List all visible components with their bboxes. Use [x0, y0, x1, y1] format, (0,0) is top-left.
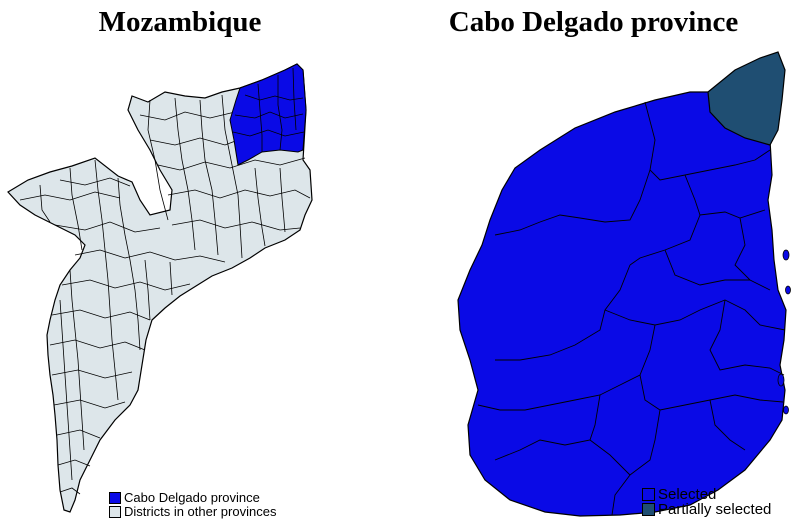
partially-selected-district-shape: [707, 51, 786, 146]
selected-district-boundaries: [477, 101, 786, 516]
legend-swatch-icon: [642, 503, 655, 516]
coastal-islets: [777, 249, 791, 415]
legend-label: Districts in other provinces: [124, 504, 277, 519]
mozambique-panel: Mozambique: [0, 0, 380, 521]
cabo-delgado-district-boundaries: [232, 67, 305, 152]
mozambique-legend: Cabo Delgado province Districts in other…: [109, 491, 276, 519]
legend-label: Selected: [658, 486, 717, 503]
mozambique-map: [7, 63, 313, 513]
cabo-delgado-map-title: Cabo Delgado province: [448, 6, 739, 38]
legend-item-other-districts: Districts in other provinces: [109, 505, 276, 519]
legend-label: Partially selected: [658, 501, 772, 518]
district-boundaries: [19, 94, 311, 495]
legend-label: Cabo Delgado province: [124, 490, 260, 505]
legend-swatch-icon: [642, 488, 655, 501]
cabo-delgado-legend: Selected Partially selected: [642, 487, 771, 517]
cabo-delgado-province-shape: [229, 63, 307, 166]
legend-swatch-icon: [109, 506, 121, 518]
legend-swatch-icon: [109, 492, 121, 504]
cabo-delgado-panel: Cabo Delgado province: [400, 0, 791, 521]
mozambique-map-title: Mozambique: [98, 6, 262, 38]
legend-item-selected: Selected: [642, 487, 771, 502]
legend-item-cabo-delgado: Cabo Delgado province: [109, 491, 276, 505]
selected-districts-shape: [457, 91, 787, 517]
legend-item-partially-selected: Partially selected: [642, 502, 771, 517]
cabo-delgado-map: [457, 51, 791, 517]
